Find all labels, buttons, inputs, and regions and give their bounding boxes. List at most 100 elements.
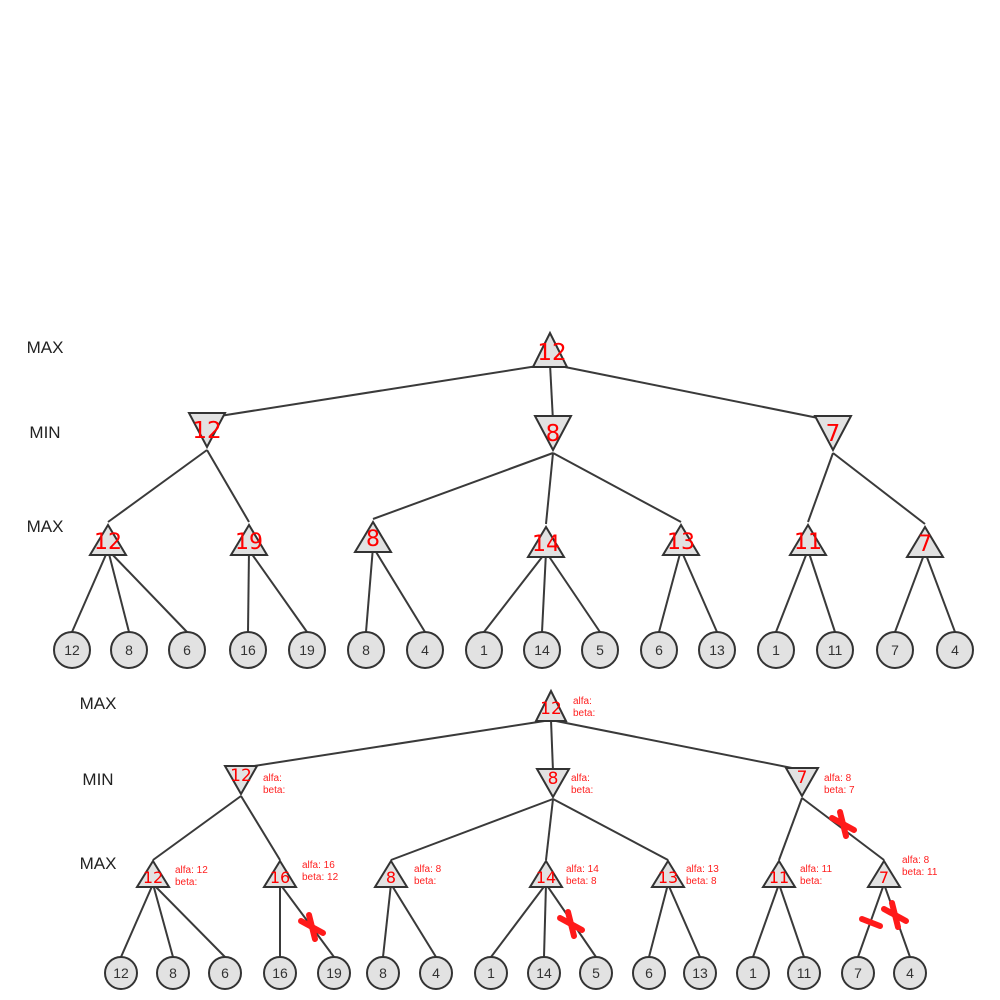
- leaf-node: [698, 631, 736, 669]
- level-label: MAX: [27, 517, 64, 536]
- max-node-value: 7: [918, 532, 932, 557]
- leaf-value: 11: [828, 642, 843, 658]
- edge: [248, 549, 308, 633]
- leaf-node: [229, 631, 267, 669]
- min-node-triangle: [187, 412, 227, 450]
- prune-cut-mark: [306, 912, 318, 942]
- edge: [543, 883, 547, 958]
- max-node-triangle: [229, 523, 269, 556]
- max-node-value: 16: [270, 868, 290, 887]
- beta-label: beta: 7: [824, 785, 855, 796]
- leaf-node: [347, 631, 385, 669]
- prune-cut-mark: [837, 809, 849, 839]
- edge: [680, 549, 718, 633]
- leaf-value: 4: [432, 965, 440, 981]
- leaf-value: 5: [592, 965, 600, 981]
- max-node-triangle: [373, 859, 409, 888]
- leaf-value: 7: [891, 642, 899, 658]
- edge: [240, 795, 281, 861]
- leaf-node: [527, 956, 561, 990]
- leaf-value: 8: [125, 642, 133, 658]
- max-node-value: 14: [532, 532, 560, 557]
- leaf-node: [406, 631, 444, 669]
- max-node-triangle: [534, 688, 568, 722]
- alfa-label: alfa: 14: [566, 864, 599, 875]
- level-label: MAX: [80, 854, 117, 873]
- max-node-value: 12: [94, 530, 122, 555]
- edge: [778, 797, 803, 861]
- max-node-value: 13: [658, 868, 678, 887]
- max-node-triangle: [650, 859, 686, 888]
- edge: [71, 549, 109, 633]
- max-node-value: 19: [235, 530, 263, 555]
- edge: [152, 883, 226, 958]
- edge: [549, 363, 554, 422]
- edge: [206, 449, 250, 523]
- leaf-value: 8: [379, 965, 387, 981]
- edge: [552, 452, 682, 523]
- leaf-value: 5: [596, 642, 604, 658]
- leaf-value: 6: [655, 642, 663, 658]
- max-node-value: 11: [769, 868, 789, 887]
- leaf-value: 4: [906, 965, 914, 981]
- edge: [924, 551, 956, 633]
- leaf-node: [208, 956, 242, 990]
- leaf-node: [736, 956, 770, 990]
- edge: [775, 549, 809, 633]
- prune-cut-mark: [859, 916, 883, 929]
- edge: [648, 883, 669, 958]
- edge: [545, 798, 554, 861]
- max-node-triangle: [661, 523, 701, 556]
- max-node-triangle: [135, 859, 171, 888]
- leaf-node: [683, 956, 717, 990]
- alfa-label: alfa: 8: [414, 864, 442, 875]
- leaf-value: 12: [64, 642, 80, 658]
- max-node-triangle: [528, 859, 564, 888]
- max-node-value: 13: [667, 530, 695, 555]
- leaf-value: 14: [536, 965, 552, 981]
- beta-label: beta:: [263, 785, 285, 796]
- beta-label: beta:: [571, 785, 593, 796]
- leaf-value: 8: [362, 642, 370, 658]
- edge: [545, 452, 554, 525]
- level-label: MAX: [27, 338, 64, 357]
- beta-label: beta: 11: [902, 867, 938, 878]
- leaf-value: 16: [240, 642, 256, 658]
- beta-label: beta:: [414, 876, 436, 887]
- edge: [372, 546, 426, 633]
- edge: [752, 883, 780, 958]
- alfa-label: alfa:: [573, 696, 592, 707]
- min-node-value: 12: [192, 418, 221, 444]
- alfa-label: alfa: 13: [686, 864, 719, 875]
- min-node-triangle: [535, 768, 571, 800]
- beta-label: beta:: [800, 876, 822, 887]
- edge: [152, 795, 242, 861]
- leaf-node: [523, 631, 561, 669]
- leaf-value: 19: [326, 965, 342, 981]
- level-label: MIN: [29, 423, 60, 442]
- edge: [152, 883, 174, 958]
- leaf-node: [474, 956, 508, 990]
- edge: [107, 549, 188, 633]
- min-node-triangle: [533, 415, 573, 453]
- max-node-value: 14: [536, 868, 556, 887]
- edge: [658, 549, 682, 633]
- leaf-node: [757, 631, 795, 669]
- max-node-triangle: [531, 330, 569, 368]
- max-node-triangle: [88, 523, 128, 556]
- leaf-value: 13: [709, 642, 725, 658]
- edge: [894, 551, 926, 633]
- leaf-value: 16: [272, 965, 288, 981]
- leaf-node: [876, 631, 914, 669]
- leaf-node: [53, 631, 91, 669]
- edge: [541, 551, 547, 633]
- edge: [372, 452, 554, 520]
- leaf-value: 1: [480, 642, 488, 658]
- min-node-value: 8: [546, 421, 561, 447]
- max-node-value: 12: [143, 868, 163, 887]
- leaf-node: [317, 956, 351, 990]
- alfa-label: alfa: 16: [302, 860, 335, 871]
- prune-cut-mark: [889, 900, 901, 930]
